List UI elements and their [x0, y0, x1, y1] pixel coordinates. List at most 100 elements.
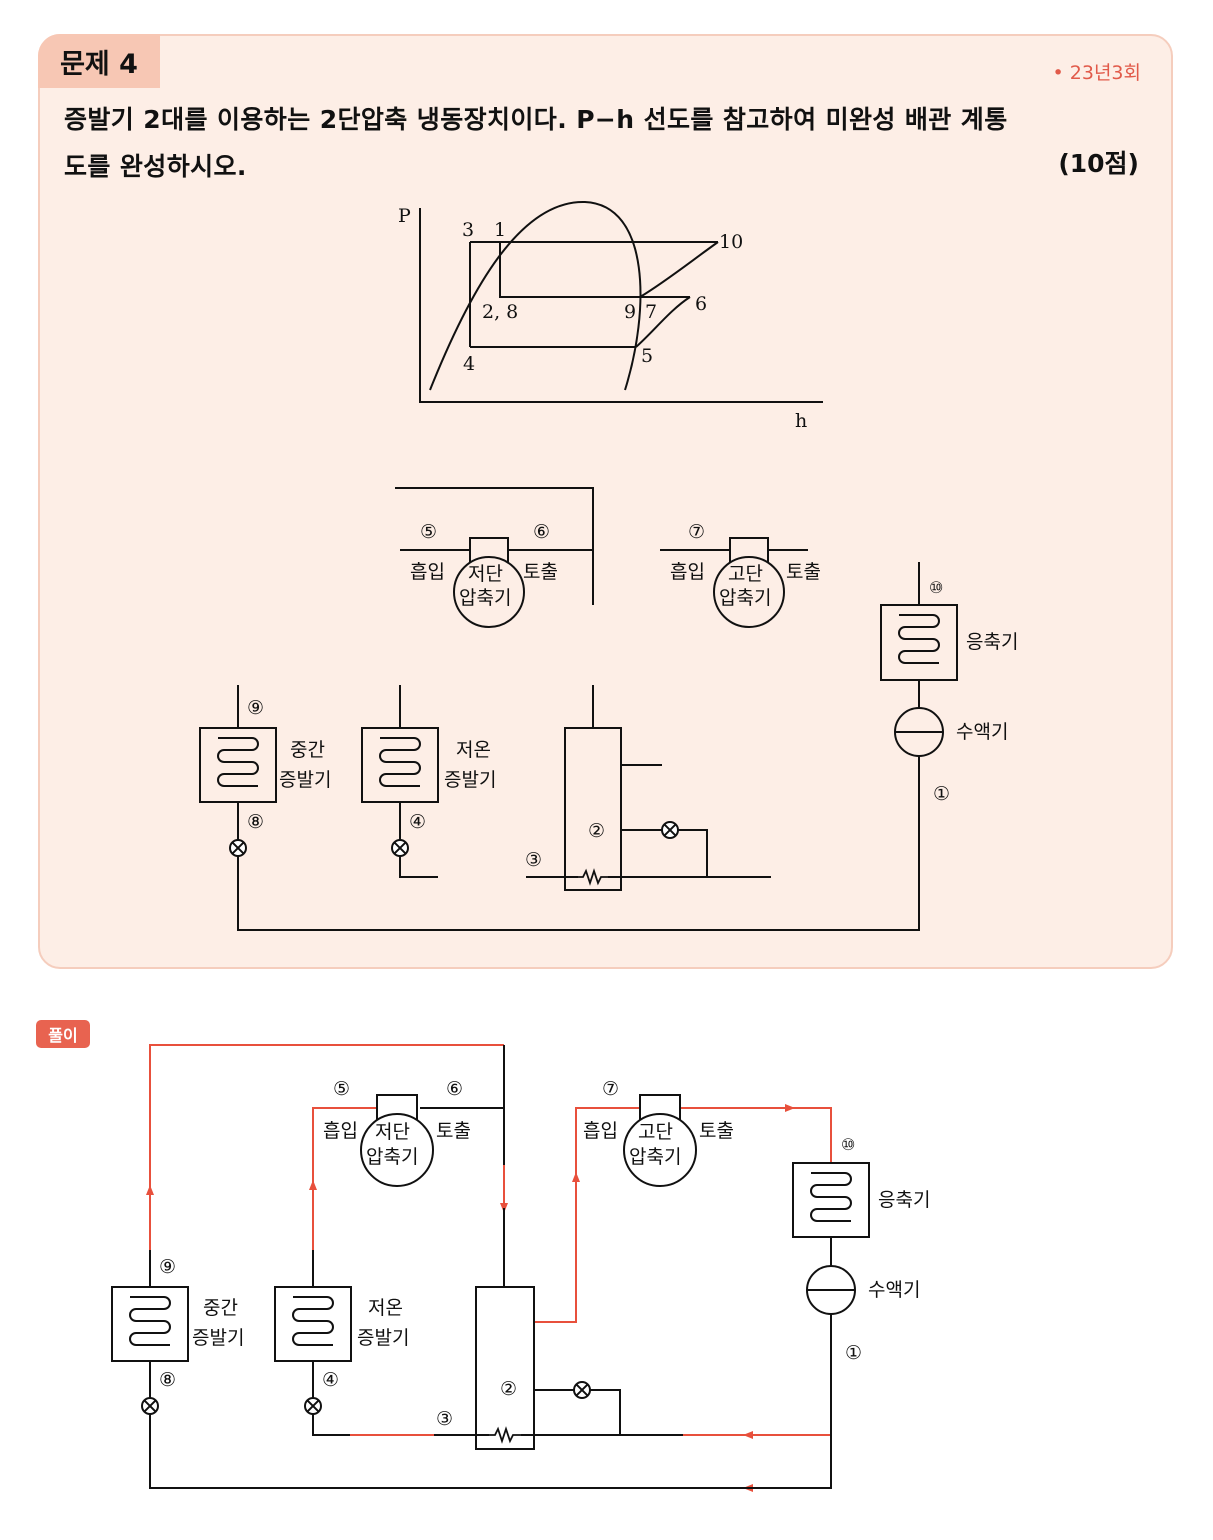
label-n1: ①: [933, 783, 950, 805]
label-n7: ⑦: [688, 521, 705, 543]
low-evap-inlet-pipe: [399, 802, 438, 878]
label-high-compressor: 압축기: [719, 587, 771, 609]
ph-point-10: 10: [719, 231, 743, 253]
condenser-coil: [898, 614, 940, 664]
intercooler: [564, 727, 622, 891]
sol-label-n10: ⑩: [841, 1135, 855, 1154]
label-n4: ④: [409, 811, 426, 833]
sol-mid-evaporator: [111, 1286, 189, 1362]
sol-label-low-compressor: 압축기: [366, 1146, 418, 1168]
sol-label-n9: ⑨: [159, 1256, 176, 1278]
points: (10점): [1058, 149, 1139, 178]
sol-expansion-valve-8: [141, 1397, 159, 1415]
sol-label-n7: ⑦: [602, 1078, 619, 1100]
sol-label-mid-evap-2: 증발기: [192, 1327, 244, 1349]
exam-session: • 23년3회: [1052, 62, 1141, 84]
label-low-evap-2: 증발기: [444, 769, 496, 791]
label-suction-low: 흡입: [410, 561, 445, 583]
label-n2: ②: [588, 820, 605, 842]
mid-evaporator: [199, 727, 277, 803]
intercooler-bypass-pipe: [621, 829, 708, 877]
label-receiver: 수액기: [956, 721, 1008, 743]
compression-low: [635, 296, 691, 348]
condenser: [880, 604, 958, 681]
high-compressor: [713, 556, 785, 628]
label-low-evap-1: 저온: [456, 739, 491, 761]
incomplete-labels: ⑤ ⑥ ⑦ ⑩ ⑨ ⑧ ④ ② ③ ① 흡입 토출 저단 압축기 흡입 토출 고…: [247, 521, 1018, 871]
mid-evap-coil: [217, 737, 259, 787]
low-evap-coil: [379, 737, 421, 787]
sol-label-n5: ⑤: [333, 1078, 350, 1100]
ph-point-4: 4: [463, 353, 475, 375]
ph-axes: [419, 208, 823, 403]
sol-label-suction-low: 흡입: [323, 1120, 358, 1142]
sol-label-discharge-high: 토출: [699, 1120, 734, 1142]
sol-expansion-valve-4: [304, 1397, 322, 1415]
question-line-2: 도를 완성하시오.: [64, 152, 247, 181]
label-condenser: 응축기: [966, 631, 1018, 653]
sol-label-discharge-low: 토출: [436, 1120, 471, 1142]
label-n6: ⑥: [533, 521, 550, 543]
sol-liquid-line: [149, 1314, 832, 1489]
ph-point-6: 6: [695, 293, 707, 315]
ph-labels: P h 3 1 10 2, 8 9 7 6 4 5: [398, 205, 807, 432]
expansion-valve-4: [391, 839, 409, 857]
cycle-mid-box: [499, 242, 690, 298]
axis-label-h: h: [795, 410, 807, 432]
solution-schematic: [111, 1044, 870, 1492]
sol-label-low-stage: 저단: [375, 1121, 410, 1143]
problem-label: 문제 4: [38, 34, 160, 88]
sol-low-evap-coil: [292, 1296, 334, 1346]
sol-label-n6: ⑥: [446, 1078, 463, 1100]
label-suction-high: 흡입: [670, 561, 705, 583]
label-discharge-high: 토출: [786, 561, 821, 583]
liquid-line-bottom: [237, 756, 920, 931]
label-n10: ⑩: [929, 578, 943, 597]
sol-label-high-stage: 고단: [638, 1121, 673, 1143]
ph-diagram: [419, 200, 823, 403]
sol-mid-evap-coil: [129, 1296, 171, 1346]
sol-label-condenser: 응축기: [878, 1189, 930, 1211]
ph-point-3: 3: [462, 219, 474, 241]
label-low-compressor: 압축기: [459, 587, 511, 609]
question-line-1: 증발기 2대를 이용하는 2단압축 냉동장치이다. P−h 선도를 참고하여 미…: [64, 105, 1008, 134]
sol-condenser: [792, 1162, 870, 1238]
sol-bypass-pipe: [534, 1389, 621, 1435]
solution-label: 풀이: [36, 1020, 90, 1048]
flow-high-discharge-to-condenser: [680, 1107, 832, 1163]
expansion-valve-8: [229, 839, 247, 857]
sol-label-n8: ⑧: [159, 1369, 176, 1391]
sol-label-low-evap-1: 저온: [368, 1297, 403, 1319]
solution-black-lines: [111, 1045, 870, 1489]
sol-high-compressor: [623, 1113, 697, 1187]
question-text: 증발기 2대를 이용하는 2단압축 냉동장치이다. P−h 선도를 참고하여 미…: [64, 96, 1144, 190]
sol-label-high-compressor: 압축기: [629, 1146, 681, 1168]
sol-label-n1: ①: [845, 1342, 862, 1364]
label-low-stage: 저단: [468, 563, 503, 585]
label-discharge-low: 토출: [523, 561, 558, 583]
sol-expansion-valve-2: [573, 1381, 591, 1399]
ph-point-1: 1: [494, 219, 506, 241]
label-mid-evap-1: 중간: [290, 739, 325, 761]
ph-point-2-8: 2, 8: [482, 301, 518, 323]
sol-label-n3: ③: [436, 1408, 453, 1430]
ph-point-7: 7: [645, 301, 657, 323]
pipe-top-partial: [395, 487, 594, 605]
solution-labels: ⑤ ⑥ ⑦ ⑩ ⑨ ⑧ ④ ③ ② ① 흡입 토출 저단 압축기 흡입 토출 고…: [159, 1078, 930, 1430]
sol-low-evaporator: [274, 1286, 352, 1362]
sol-label-mid-evap-1: 중간: [203, 1297, 238, 1319]
low-compressor: [453, 556, 525, 628]
sol-label-n4: ④: [322, 1369, 339, 1391]
sol-label-receiver: 수액기: [868, 1279, 920, 1301]
sol-condenser-coil: [810, 1172, 852, 1222]
label-n8: ⑧: [247, 811, 264, 833]
expansion-valve-2: [661, 821, 679, 839]
compression-high: [639, 241, 719, 298]
sol-label-n2: ②: [500, 1378, 517, 1400]
low-evaporator: [361, 727, 439, 803]
axis-label-p: P: [398, 205, 411, 227]
sol-low-compressor: [360, 1113, 434, 1187]
label-n9: ⑨: [247, 697, 264, 719]
sol-low-evap-inlet: [312, 1414, 350, 1436]
